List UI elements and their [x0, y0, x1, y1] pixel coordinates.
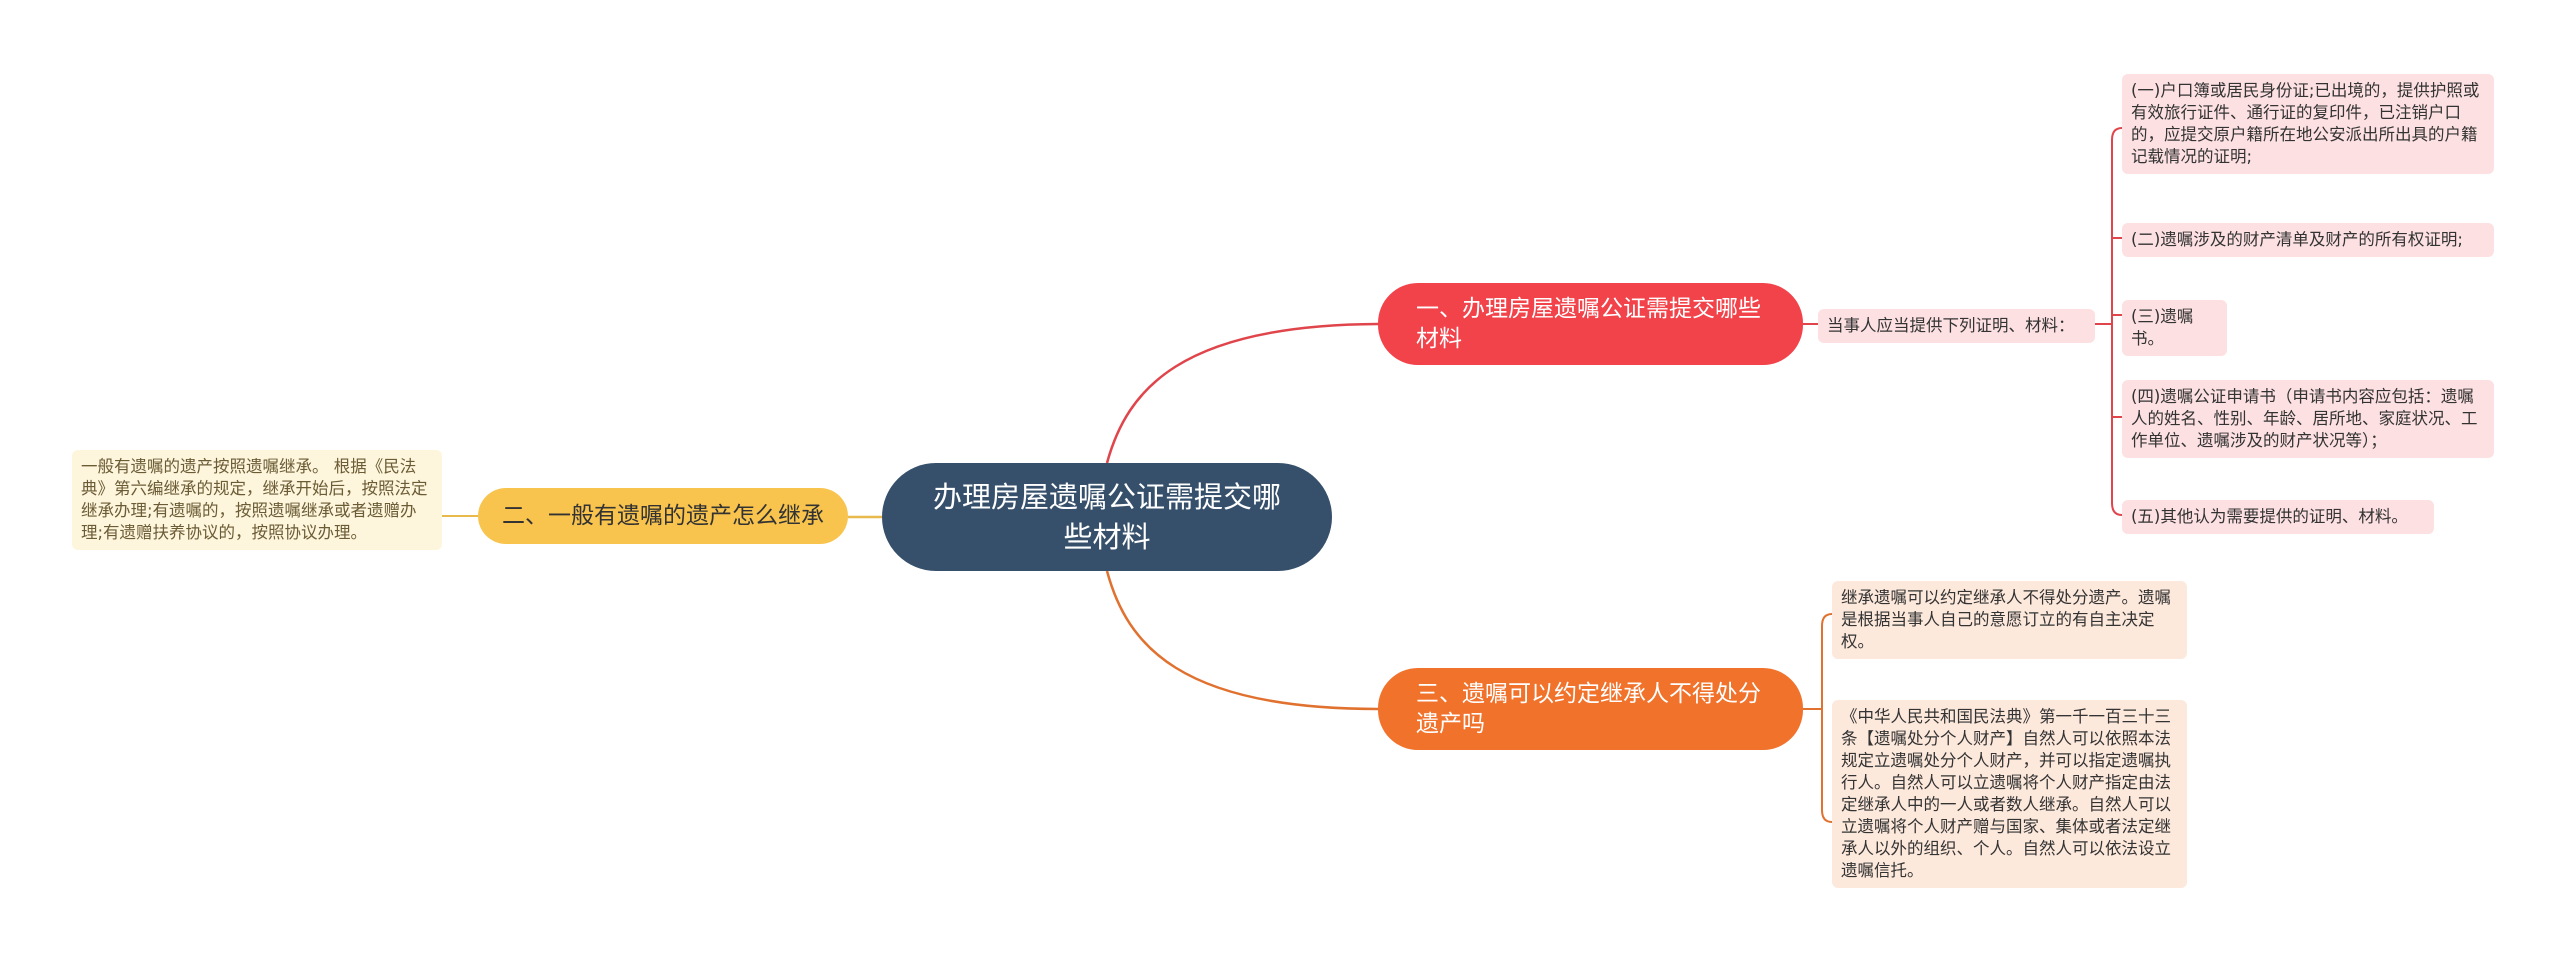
branch-3-item-2-text: 《中华人民共和国民法典》第一千一百三十三条【遗嘱处分个人财产】自然人可以依照本法…	[1841, 707, 2171, 880]
branch-1-item-1-text: (一)户口簿或居民身份证;已出境的，提供护照或有效旅行证件、通行证的复印件，已注…	[2131, 81, 2480, 166]
branch-1-item-5-text: (五)其他认为需要提供的证明、材料。	[2131, 507, 2408, 526]
branch-3-title: 三、遗嘱可以约定继承人不得处分遗产吗	[1416, 681, 1761, 737]
branch-1-item-3[interactable]: (三)遗嘱书。	[2122, 300, 2227, 356]
branch-1-intro[interactable]: 当事人应当提供下列证明、材料：	[1818, 309, 2095, 343]
branch-2-title: 二、一般有遗嘱的遗产怎么继承	[502, 503, 824, 529]
branch-1-intro-text: 当事人应当提供下列证明、材料：	[1827, 316, 2075, 335]
branch-1-item-2[interactable]: (二)遗嘱涉及的财产清单及财产的所有权证明;	[2122, 223, 2494, 257]
branch-1-item-5[interactable]: (五)其他认为需要提供的证明、材料。	[2122, 500, 2434, 534]
central-topic[interactable]: 办理房屋遗嘱公证需提交哪些材料	[882, 463, 1332, 571]
branch-1-item-3-text: (三)遗嘱书。	[2131, 307, 2194, 348]
branch-1-item-4-text: (四)遗嘱公证申请书（申请书内容应包括：遗嘱人的姓名、性别、年龄、居所地、家庭状…	[2131, 387, 2478, 450]
branch-1-title: 一、办理房屋遗嘱公证需提交哪些材料	[1416, 296, 1761, 352]
link-center-branch3	[1105, 570, 1379, 711]
branch-3-item-1[interactable]: 继承遗嘱可以约定继承人不得处分遗产。遗嘱是根据当事人自己的意愿订立的有自主决定权…	[1832, 581, 2187, 659]
branch-1-node[interactable]: 一、办理房屋遗嘱公证需提交哪些材料	[1378, 283, 1803, 365]
branch-2-detail[interactable]: 一般有遗嘱的遗产按照遗嘱继承。 根据《民法典》第六编继承的规定，继承开始后，按照…	[72, 450, 442, 550]
branch-3-node[interactable]: 三、遗嘱可以约定继承人不得处分遗产吗	[1378, 668, 1803, 750]
branch-1-item-2-text: (二)遗嘱涉及的财产清单及财产的所有权证明;	[2131, 230, 2463, 249]
bracket-branch3	[1803, 613, 1833, 823]
branch-1-item-4[interactable]: (四)遗嘱公证申请书（申请书内容应包括：遗嘱人的姓名、性别、年龄、居所地、家庭状…	[2122, 380, 2494, 458]
bracket-branch1	[2095, 127, 2123, 516]
branch-2-node[interactable]: 二、一般有遗嘱的遗产怎么继承	[478, 488, 848, 544]
central-topic-text: 办理房屋遗嘱公证需提交哪些材料	[932, 480, 1281, 554]
branch-3-item-1-text: 继承遗嘱可以约定继承人不得处分遗产。遗嘱是根据当事人自己的意愿订立的有自主决定权…	[1841, 588, 2171, 651]
branch-1-item-1[interactable]: (一)户口簿或居民身份证;已出境的，提供护照或有效旅行证件、通行证的复印件，已注…	[2122, 74, 2494, 174]
branch-2-detail-text: 一般有遗嘱的遗产按照遗嘱继承。 根据《民法典》第六编继承的规定，继承开始后，按照…	[81, 457, 428, 542]
branch-3-item-2[interactable]: 《中华人民共和国民法典》第一千一百三十三条【遗嘱处分个人财产】自然人可以依照本法…	[1832, 700, 2187, 888]
link-center-branch1	[1105, 322, 1379, 464]
